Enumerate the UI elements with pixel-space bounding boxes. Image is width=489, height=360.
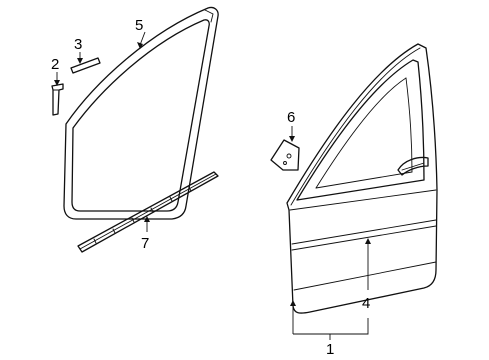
callout-1: 1 bbox=[326, 341, 334, 358]
callout-2: 2 bbox=[51, 56, 59, 73]
lower-molding-strip bbox=[77, 171, 219, 253]
arrow-5 bbox=[137, 42, 143, 49]
callout-labels: 5 3 2 7 6 4 1 bbox=[51, 17, 370, 358]
callout-3: 3 bbox=[74, 36, 82, 53]
leader-lines bbox=[54, 31, 371, 340]
molding-clip bbox=[70, 57, 101, 74]
arrow-1 bbox=[290, 300, 296, 306]
callout-5: 5 bbox=[135, 17, 143, 34]
arrow-7 bbox=[144, 216, 150, 222]
weatherstrip-seal bbox=[63, 6, 219, 220]
arrow-6 bbox=[289, 136, 295, 142]
arrow-3 bbox=[77, 58, 83, 64]
callout-7: 7 bbox=[141, 235, 149, 252]
trim-piece bbox=[51, 83, 64, 116]
arrow-4 bbox=[365, 238, 371, 244]
arrow-2 bbox=[54, 80, 60, 86]
mirror-bracket bbox=[270, 139, 300, 171]
callout-4: 4 bbox=[362, 295, 370, 312]
callout-6: 6 bbox=[287, 109, 295, 126]
front-door-shell bbox=[286, 43, 438, 314]
